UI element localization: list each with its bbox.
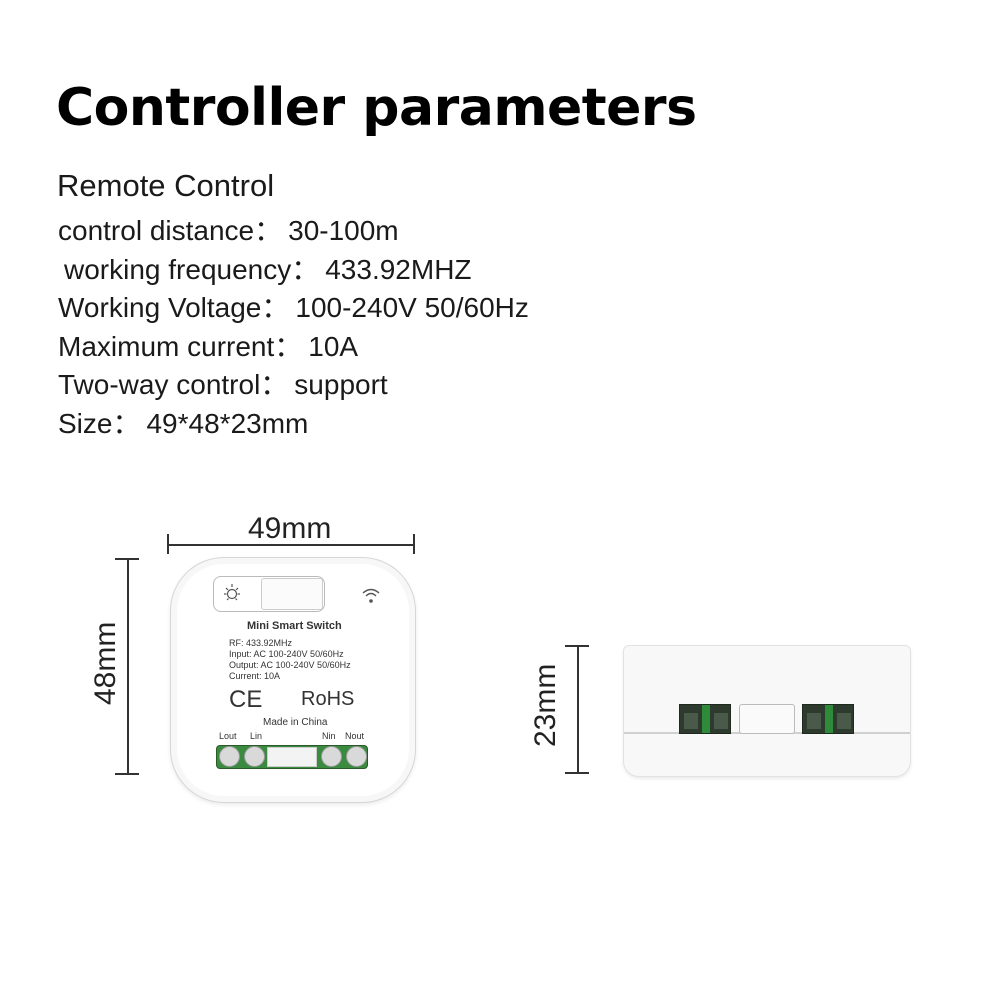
depth-dimension-tick-top (565, 645, 589, 647)
spec-value: 30-100m (288, 215, 399, 246)
side-terminal-right (802, 704, 854, 734)
terminal-screw-nin (321, 746, 342, 767)
spec-value: 433.92MHZ (325, 253, 472, 285)
spec-list: control distance：30-100m working frequen… (58, 212, 529, 444)
device-rf: RF: 433.92MHz (229, 638, 293, 648)
terminal-label-nout: Nout (345, 731, 365, 741)
terminal-screw-nout (346, 746, 367, 767)
terminal-label-lin: Lin (250, 731, 263, 741)
spec-label: Two-way control： (58, 369, 289, 401)
device-name: Mini Smart Switch (247, 620, 342, 632)
made-in-label: Made in China (263, 717, 328, 728)
terminal-slot-center (267, 747, 317, 767)
page-title: Controller parameters (56, 78, 697, 138)
side-terminal-left (679, 704, 731, 734)
spec-value: 10A (308, 330, 359, 362)
spec-size: Size：49*48*23mm (58, 405, 529, 444)
spec-working-frequency: working frequency：433.92MHZ (58, 251, 529, 290)
button-window (261, 578, 323, 610)
ce-mark: CE (229, 686, 263, 713)
spec-label: control distance： (58, 215, 283, 246)
button-frame (213, 576, 325, 612)
height-dimension-line (127, 558, 129, 774)
depth-dimension-tick-bottom (565, 772, 589, 774)
switch-side-view (623, 645, 911, 777)
height-dimension-label: 48mm (89, 621, 122, 705)
terminal-screw-lout (219, 746, 240, 767)
device-output: Output: AC 100-240V 50/60Hz (229, 660, 351, 670)
spec-working-voltage: Working Voltage：100-240V 50/60Hz (58, 289, 529, 328)
width-dimension-tick-right (413, 534, 415, 554)
depth-dimension-label: 23mm (529, 663, 562, 747)
spec-control-distance: control distance：30-100m (58, 212, 529, 251)
width-dimension-label: 49mm (248, 512, 332, 545)
spec-two-way-control: Two-way control：support (58, 366, 529, 405)
height-dimension-tick-bottom (115, 773, 139, 775)
spec-label: Size： (58, 407, 141, 439)
terminal-label-nin: Nin (322, 731, 336, 741)
spec-maximum-current: Maximum current：10A (58, 328, 529, 367)
device-current: Current: 10A (229, 671, 281, 681)
spec-label: Maximum current： (58, 330, 303, 362)
width-dimension-tick-left (167, 534, 169, 554)
terminal-label-lout: Lout (219, 731, 237, 741)
depth-dimension-line (577, 645, 579, 773)
terminal-screw-lin (244, 746, 265, 767)
spec-label: working frequency： (64, 253, 320, 285)
light-bulb-icon (224, 584, 240, 601)
side-center-slot (739, 704, 795, 734)
rohs-mark: RoHS (301, 688, 355, 710)
spec-value: 100-240V 50/60Hz (295, 292, 529, 324)
spec-value: 49*48*23mm (146, 407, 309, 439)
device-input: Input: AC 100-240V 50/60Hz (229, 649, 344, 659)
wifi-signal-icon (362, 588, 380, 603)
height-dimension-tick-top (115, 558, 139, 560)
spec-value: support (294, 369, 388, 401)
switch-front-view: Mini Smart Switch RF: 433.92MHz Input: A… (170, 557, 416, 803)
spec-label: Working Voltage： (58, 292, 290, 324)
width-dimension-line (167, 544, 415, 546)
section-subtitle: Remote Control (57, 168, 275, 203)
